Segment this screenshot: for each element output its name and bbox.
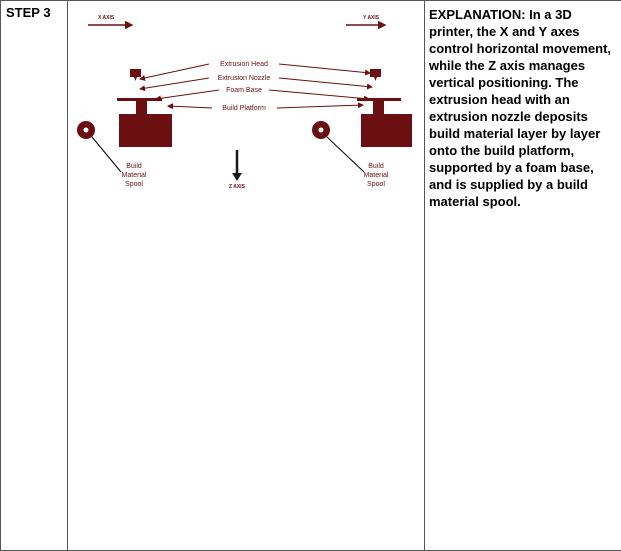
right-spool-hub: [318, 127, 324, 133]
left-build-platform: [117, 98, 162, 101]
left-spool-label-line3: Spool: [125, 181, 143, 188]
diagram-cell: X AXIS Y AXIS: [67, 0, 425, 551]
callout-foam-base-left: [155, 89, 220, 102]
left-printer-base: [119, 114, 172, 147]
step-cell: STEP 3: [0, 0, 68, 551]
right-foam-base-stem: [373, 101, 384, 114]
callout-build-platform-right: [276, 102, 364, 109]
label-foam-base: Foam Base: [226, 87, 262, 94]
label-extrusion-nozzle: Extrusion Nozzle: [218, 75, 271, 82]
callout-extrusion-head-left: [139, 63, 210, 81]
right-extrusion-head: [370, 69, 381, 81]
left-spool-label-line1: Build: [126, 163, 142, 170]
explanation-text: EXPLANATION: In a 3D printer, the X and …: [429, 7, 612, 209]
x-axis: X AXIS: [88, 15, 134, 30]
z-axis-label: Z AXIS: [229, 184, 246, 190]
left-spool: Build Material Spool: [77, 121, 147, 188]
explanation-cell: EXPLANATION: In a 3D printer, the X and …: [424, 0, 621, 551]
left-spool-label-line2: Material: [122, 172, 147, 179]
left-spool-hub: [83, 127, 89, 133]
right-filament-line: [326, 136, 365, 173]
callout-nozzle-left: [139, 77, 210, 92]
x-axis-label: X AXIS: [98, 15, 115, 21]
right-spool: Build Material Spool: [312, 121, 389, 188]
callout-lines: [139, 63, 373, 110]
callout-foam-base-right: [268, 89, 370, 102]
z-axis-arrow-head: [232, 173, 242, 181]
step-label: STEP 3: [6, 5, 51, 20]
right-spool-label-line2: Material: [364, 172, 389, 179]
left-extrusion-head: [130, 69, 141, 81]
z-axis: Z AXIS: [229, 150, 246, 190]
label-extrusion-head: Extrusion Head: [220, 61, 268, 68]
right-printer-base: [361, 114, 412, 147]
diagram-wrap: X AXIS Y AXIS: [68, 1, 424, 198]
y-axis-label: Y AXIS: [363, 15, 380, 21]
right-build-platform: [357, 98, 401, 101]
right-spool-label-line3: Spool: [367, 181, 385, 188]
callout-nozzle-right: [278, 77, 373, 90]
printer-diagram: X AXIS Y AXIS: [77, 15, 412, 190]
right-spool-label-line1: Build: [368, 163, 384, 170]
right-printer: [357, 69, 412, 147]
left-filament-line: [91, 136, 122, 173]
left-printer: [117, 69, 172, 147]
callout-build-platform-left: [167, 103, 213, 110]
callout-labels: Extrusion Head Extrusion Nozzle Foam Bas…: [218, 61, 271, 112]
callout-extrusion-head-right: [278, 63, 371, 76]
label-build-platform: Build Platform: [222, 105, 266, 112]
y-axis: Y AXIS: [346, 15, 387, 30]
left-foam-base-stem: [136, 101, 147, 114]
